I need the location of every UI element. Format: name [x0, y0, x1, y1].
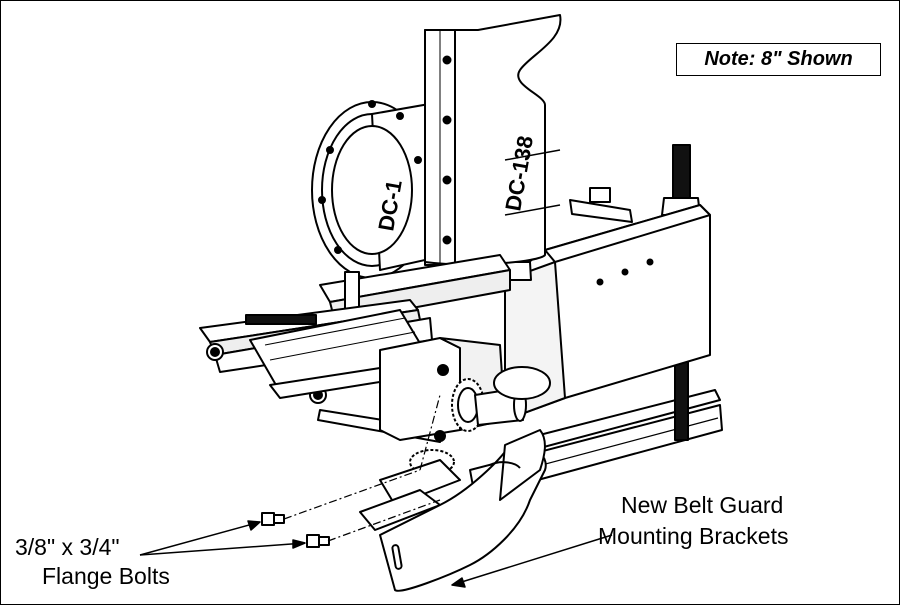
callout-bolts-line2: Flange Bolts — [42, 563, 170, 589]
note-box: Note: 8" Shown — [676, 43, 881, 76]
leader-line-bolt-1 — [139, 521, 261, 556]
callout-guard-line2: Mounting Brackets — [598, 523, 789, 549]
top-clip — [569, 187, 633, 223]
leader-lines — [139, 520, 613, 588]
gearbox — [379, 337, 506, 442]
flange-bolts — [261, 394, 441, 548]
callout-guard-line1: New Belt Guard — [621, 492, 784, 518]
guard-brackets — [359, 429, 547, 592]
callout-bolts-line1: 3/8" x 3/4" — [15, 534, 120, 560]
support-arm — [199, 299, 433, 404]
leader-line-bolt-2 — [139, 542, 306, 556]
leader-line-guard — [451, 534, 613, 586]
vertical-column — [424, 14, 562, 266]
